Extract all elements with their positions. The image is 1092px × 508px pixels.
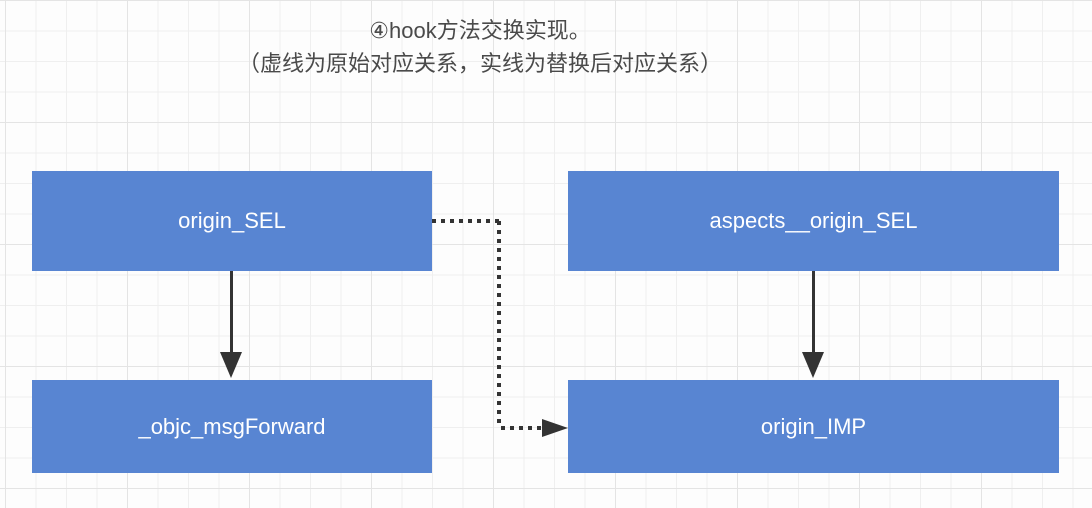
node-origin-sel: origin_SEL [32, 171, 432, 271]
diagram-title: ④hook方法交换实现。 （虚线为原始对应关系，实线为替换后对应关系） [0, 14, 960, 80]
node-objc-msgforward-label: _objc_msgForward [138, 413, 326, 439]
node-aspects-origin-sel: aspects__origin_SEL [568, 171, 1059, 271]
edge-origin-sel-to-origin-imp-dotted-segment-2 [497, 221, 501, 428]
diagram-title-line1: ④hook方法交换实现。 [369, 18, 591, 43]
edge-origin-sel-to-msgforward-line [230, 271, 233, 353]
node-objc-msgforward: _objc_msgForward [32, 380, 432, 473]
node-origin-sel-label: origin_SEL [178, 208, 286, 233]
edge-origin-sel-to-origin-imp-dotted-segment-1 [432, 219, 500, 223]
edge-aspects-origin-sel-to-origin-imp-line [812, 271, 815, 353]
arrowhead-down-icon [220, 352, 242, 378]
arrowhead-right-icon [542, 419, 568, 437]
node-origin-imp-label: origin_IMP [760, 413, 867, 439]
node-aspects-origin-sel-label: aspects__origin_SEL [709, 208, 918, 233]
edge-origin-sel-to-origin-imp-dotted-segment-3 [501, 426, 545, 430]
diagram-title-line2: （虚线为原始对应关系，实线为替换后对应关系） [237, 51, 722, 76]
node-origin-imp: origin_IMP [568, 380, 1059, 473]
arrowhead-down-icon [802, 352, 824, 378]
